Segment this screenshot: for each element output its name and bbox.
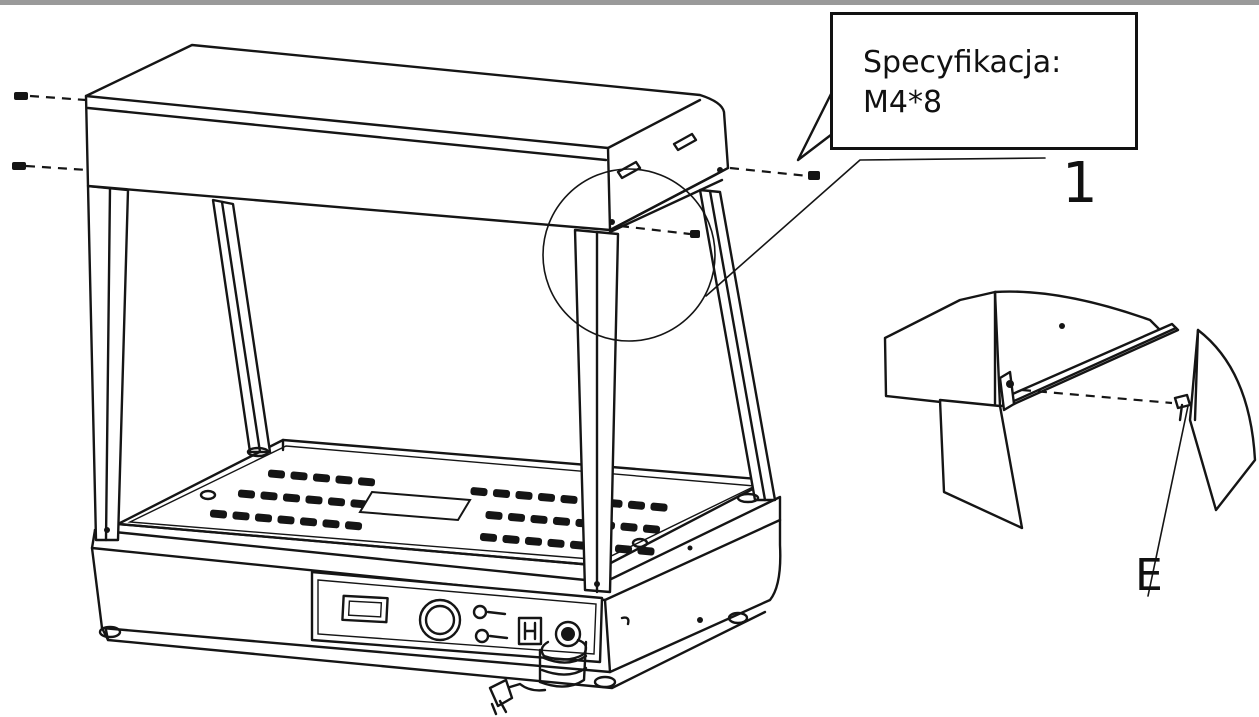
power-cord (488, 638, 588, 716)
vent-slot (260, 491, 278, 501)
vent-slot (485, 510, 503, 520)
back-posts (211, 188, 777, 504)
vent-slot (335, 475, 353, 485)
vent-slot (502, 534, 520, 544)
vent-slot (322, 519, 340, 529)
vent-slot (560, 494, 578, 504)
screws-right (619, 166, 820, 238)
vent-slot (515, 490, 533, 500)
part-label-e: E (1135, 550, 1163, 601)
part-label-1: 1 (1062, 151, 1098, 216)
top-rule (0, 0, 1259, 5)
vent-slot (642, 524, 661, 534)
vent-slot (254, 513, 273, 523)
vent-slot (305, 495, 323, 505)
detail-view (883, 290, 1257, 597)
spec-callout-box: Specyfikacja: M4*8 (830, 12, 1138, 150)
vent-slot (547, 538, 565, 548)
center-opening (358, 490, 472, 522)
canopy (84, 43, 730, 234)
vent-slot (627, 500, 646, 510)
vent-slot (524, 536, 543, 546)
vent-slot (620, 522, 638, 532)
vent-slot (237, 489, 256, 499)
vent-slot (327, 497, 346, 507)
vent-slot (507, 512, 526, 522)
vent-slot (290, 471, 308, 481)
vent-slot (357, 477, 376, 487)
vent-slot (614, 544, 633, 554)
vent-slot (277, 515, 295, 525)
screws-left (12, 92, 89, 172)
vent-slot (479, 532, 498, 542)
callout-pointer (796, 88, 842, 162)
spec-value: M4*8 (863, 85, 943, 120)
vent-slot (282, 493, 301, 503)
spec-label: Specyfikacja: (863, 45, 1062, 80)
vent-slot (299, 517, 318, 527)
vent-slot (232, 511, 250, 521)
vent-slot (267, 469, 286, 479)
vent-slot (209, 509, 228, 519)
vent-slot (492, 489, 511, 499)
vent-slot (537, 492, 556, 502)
control-panel (310, 570, 604, 664)
vent-slot (344, 521, 363, 531)
detail-circle (542, 157, 1046, 342)
vent-slot (552, 516, 571, 526)
vent-slot (650, 502, 668, 512)
vent-slot (470, 487, 488, 497)
vent-slot (637, 546, 655, 556)
vent-slot (312, 473, 331, 483)
vent-slot (530, 514, 548, 524)
